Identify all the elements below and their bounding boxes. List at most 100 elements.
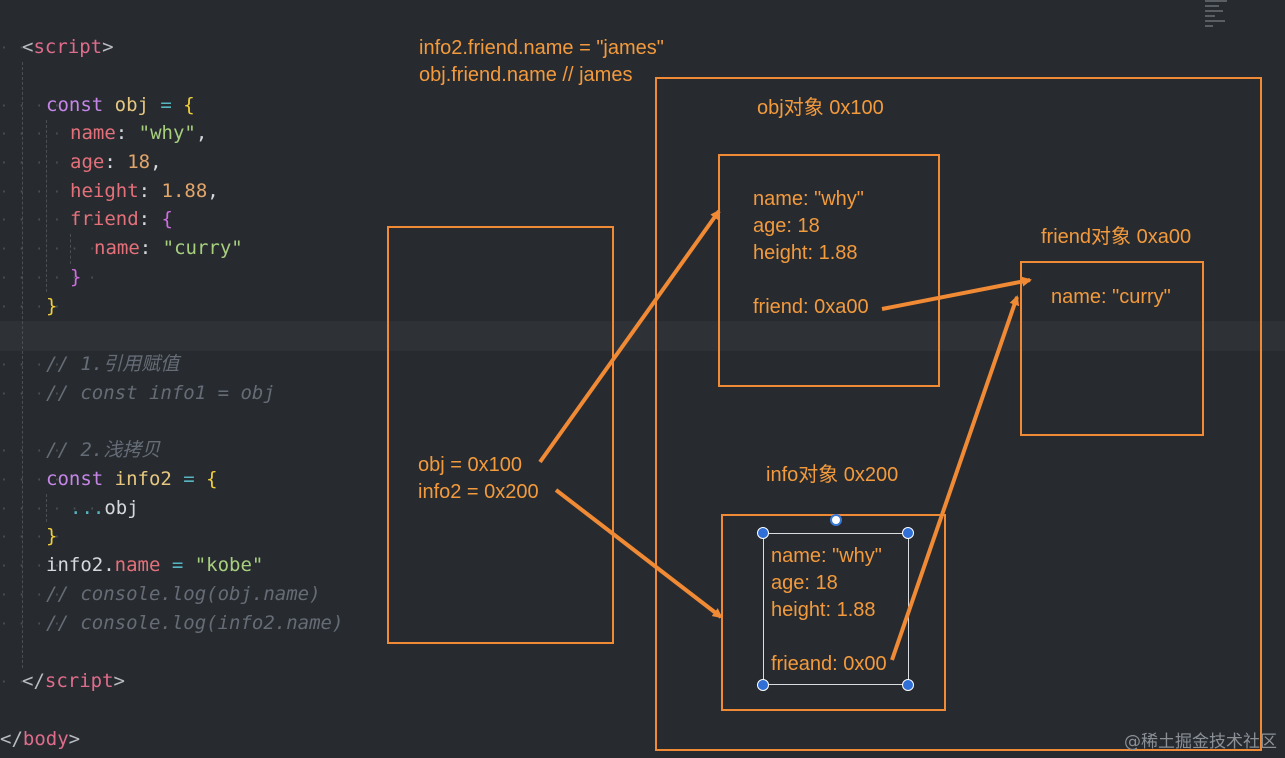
code-token: height <box>70 180 139 202</box>
code-token: } <box>70 266 82 288</box>
code-token: friend <box>70 208 139 230</box>
code-line: age: 18, <box>70 148 162 176</box>
code-token: name <box>94 237 140 259</box>
code-token: // const info1 = obj <box>46 382 275 404</box>
code-token: > <box>68 728 81 750</box>
obj-object-box[interactable] <box>718 154 940 387</box>
code-token: name <box>70 122 116 144</box>
code-line: // const info1 = obj <box>46 379 275 407</box>
friend-object-box[interactable] <box>1020 261 1204 436</box>
resize-handle-bottom-right[interactable] <box>902 679 914 691</box>
code-line: name: "curry" <box>94 234 243 262</box>
code-token: > <box>102 36 114 58</box>
code-line: <script> <box>22 33 114 61</box>
code-token: = <box>171 468 207 490</box>
code-line: // 2.浅拷贝 <box>46 436 160 464</box>
whitespace-dots: · · · · · · <box>0 213 98 228</box>
code-token: body <box>22 728 69 750</box>
code-token: script <box>44 670 114 692</box>
whitespace-dots: · · · · <box>0 559 62 574</box>
resize-handle-bottom-left[interactable] <box>757 679 769 691</box>
code-token: { <box>161 208 173 230</box>
stack-memory-box[interactable] <box>387 226 614 644</box>
info-field-friend: frieand: 0x00 <box>771 653 887 675</box>
code-line: } <box>70 263 81 291</box>
whitespace-dots: · · · · · · · · <box>0 242 133 257</box>
obj-field-height: height: 1.88 <box>753 242 858 264</box>
code-token: info2. <box>46 554 115 576</box>
code-token: > <box>113 670 125 692</box>
indent-guide <box>22 62 23 668</box>
code-token: const <box>46 94 115 116</box>
obj-field-age: age: 18 <box>753 215 820 237</box>
indent-guide <box>46 120 47 292</box>
code-token: : <box>138 208 162 230</box>
code-token: 18 <box>127 151 151 173</box>
code-token: obj <box>114 94 149 116</box>
arrow-info2-to-info-object <box>554 488 723 619</box>
code-token: </ <box>0 728 23 750</box>
code-line: </body> <box>0 725 80 753</box>
whitespace-dots: · · · · · · <box>0 185 98 200</box>
stack-obj-address: obj = 0x100 <box>418 454 522 476</box>
whitespace-dots: · · <box>0 41 27 56</box>
whitespace-dots: · · · · <box>0 300 62 315</box>
rotate-handle-icon[interactable] <box>830 514 842 526</box>
code-token: info2 <box>114 468 172 490</box>
whitespace-dots: · · · · · · <box>0 502 98 517</box>
code-line: height: 1.88, <box>70 177 219 205</box>
code-line: } <box>46 292 57 320</box>
indent-guide <box>46 494 47 522</box>
code-line: const obj = { <box>46 91 195 119</box>
obj-field-name: name: "why" <box>753 188 864 210</box>
code-token: { <box>183 94 195 116</box>
code-token: // console.log(info2.name) <box>46 612 344 634</box>
whitespace-dots: · · · · <box>0 530 62 545</box>
whitespace-dots: · · · · · · <box>0 271 98 286</box>
whitespace-dots: · · · · <box>0 473 62 488</box>
code-line: friend: { <box>70 205 173 233</box>
code-token: : <box>138 180 162 202</box>
code-token: ... <box>70 497 105 519</box>
obj-field-friend: friend: 0xa00 <box>753 296 869 318</box>
code-line: // console.log(obj.name) <box>46 580 321 608</box>
code-token: : <box>115 122 139 144</box>
code-line: ...obj <box>70 494 139 522</box>
code-token: "why" <box>138 122 196 144</box>
code-token: "kobe" <box>194 554 264 576</box>
editor-minimap[interactable] <box>1205 0 1235 36</box>
code-token: // 1.引用赋值 <box>46 353 180 375</box>
whitespace-dots: · · · · <box>0 444 62 459</box>
note-line-1: info2.friend.name = "james" <box>419 37 664 59</box>
whitespace-dots: · · · · <box>0 387 62 402</box>
friend-object-label: friend对象 0xa00 <box>1041 226 1192 248</box>
code-token: obj <box>104 497 139 519</box>
code-token: : <box>139 237 163 259</box>
info-object-label: info对象 0x200 <box>766 464 899 486</box>
code-token: name <box>114 554 161 576</box>
whitespace-dots: · · · · · · <box>0 127 98 142</box>
resize-handle-top-left[interactable] <box>757 527 769 539</box>
code-line: // console.log(info2.name) <box>46 609 343 637</box>
code-token: , <box>207 180 219 202</box>
code-token: </ <box>22 670 45 692</box>
code-token: { <box>206 468 218 490</box>
code-token: , <box>195 122 208 144</box>
whitespace-dots: · · · · <box>0 617 62 632</box>
code-line: name: "why", <box>70 119 207 147</box>
watermark: @稀土掘金技术社区 <box>1124 732 1277 752</box>
code-token: } <box>46 525 58 547</box>
code-token: "curry" <box>162 237 243 259</box>
code-line: </script> <box>22 667 125 695</box>
whitespace-dots: · · <box>0 675 27 690</box>
whitespace-dots: · · · · <box>0 99 62 114</box>
code-token: 1.88 <box>161 180 208 202</box>
code-token: , <box>150 151 162 173</box>
heap-memory-box[interactable] <box>655 77 1262 751</box>
resize-handle-top-right[interactable] <box>902 527 914 539</box>
arrow-obj-to-obj-object <box>538 209 721 464</box>
code-token: : <box>104 151 128 173</box>
note-line-2: obj.friend.name // james <box>419 64 633 86</box>
